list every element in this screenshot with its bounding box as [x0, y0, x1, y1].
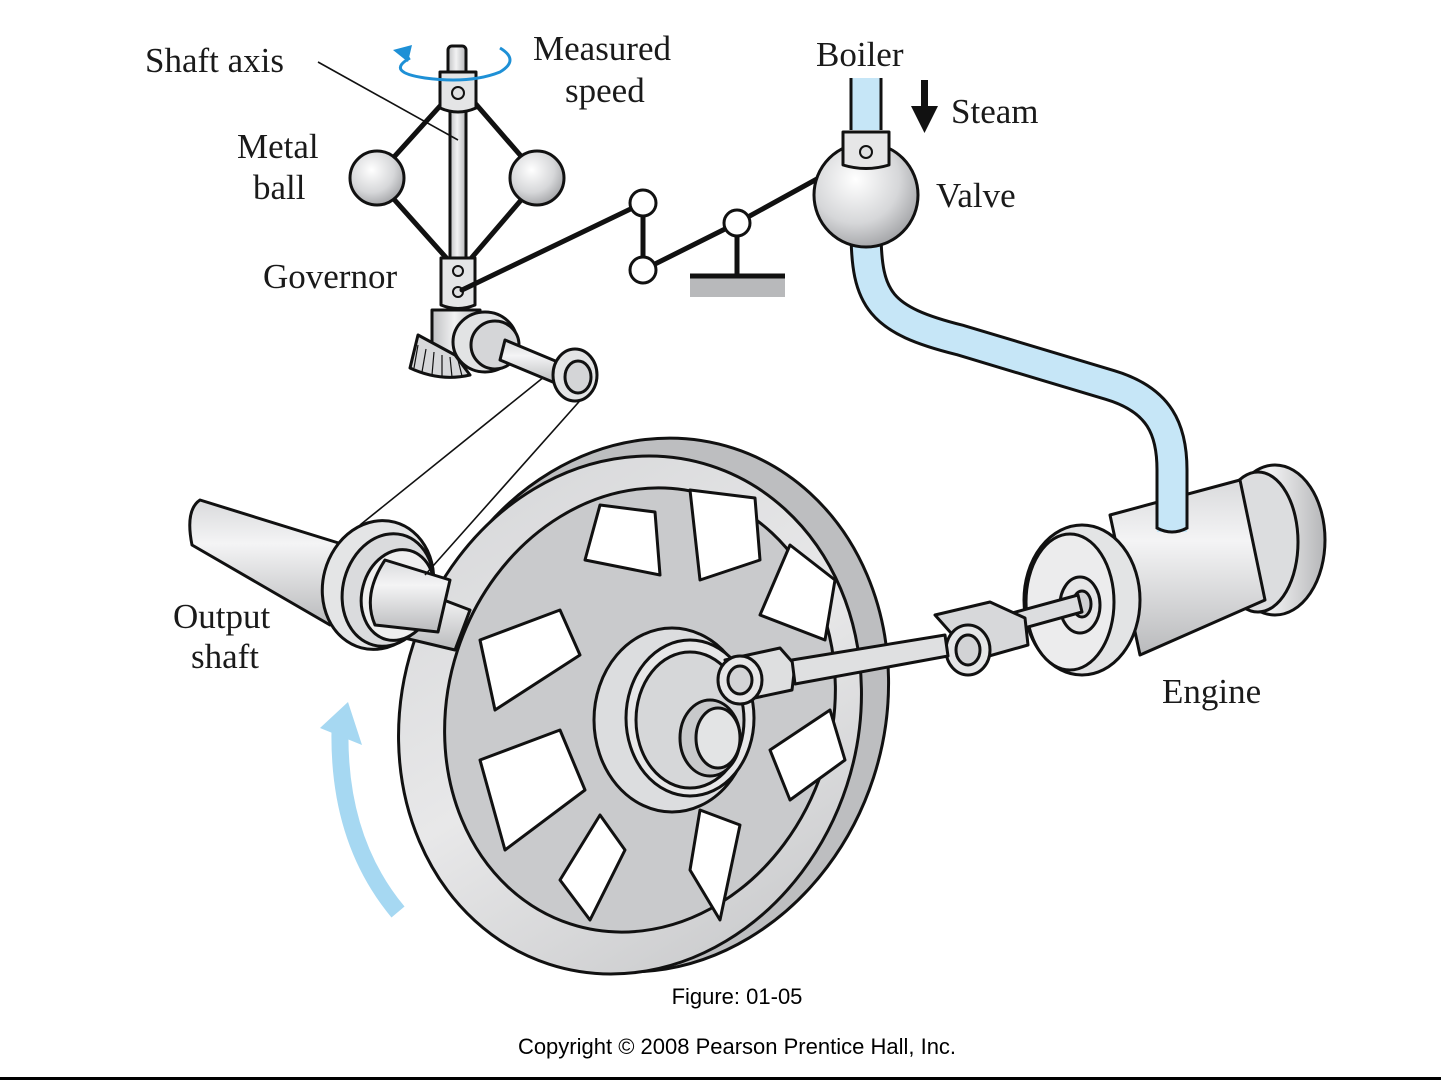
label-engine: Engine [1162, 672, 1261, 711]
governor [350, 46, 597, 401]
copyright-notice: Copyright © 2008 Pearson Prentice Hall, … [518, 1034, 956, 1059]
engine-cylinder [1024, 465, 1325, 675]
label-valve: Valve [936, 176, 1016, 215]
label-output-shaft-1: Output [173, 597, 271, 636]
label-boiler: Boiler [816, 35, 904, 74]
shaft-axis-leader [318, 62, 458, 140]
label-metal-ball-2: ball [253, 168, 306, 207]
label-measured-speed-2: speed [565, 71, 645, 110]
label-shaft-axis: Shaft axis [145, 41, 284, 80]
flywheel [332, 376, 957, 1035]
label-governor: Governor [263, 257, 397, 296]
label-measured-speed-1: Measured [533, 29, 672, 68]
figure-caption: Figure: 01-05 [672, 984, 803, 1009]
arrow-down-icon [911, 80, 938, 133]
curved-arrow-up-icon [320, 702, 398, 912]
bottom-rule [0, 1077, 1441, 1080]
label-steam: Steam [951, 92, 1038, 131]
steam-pipe [866, 78, 1172, 532]
valve [814, 132, 918, 247]
label-output-shaft-2: shaft [191, 637, 259, 676]
label-metal-ball-1: Metal [237, 127, 319, 166]
